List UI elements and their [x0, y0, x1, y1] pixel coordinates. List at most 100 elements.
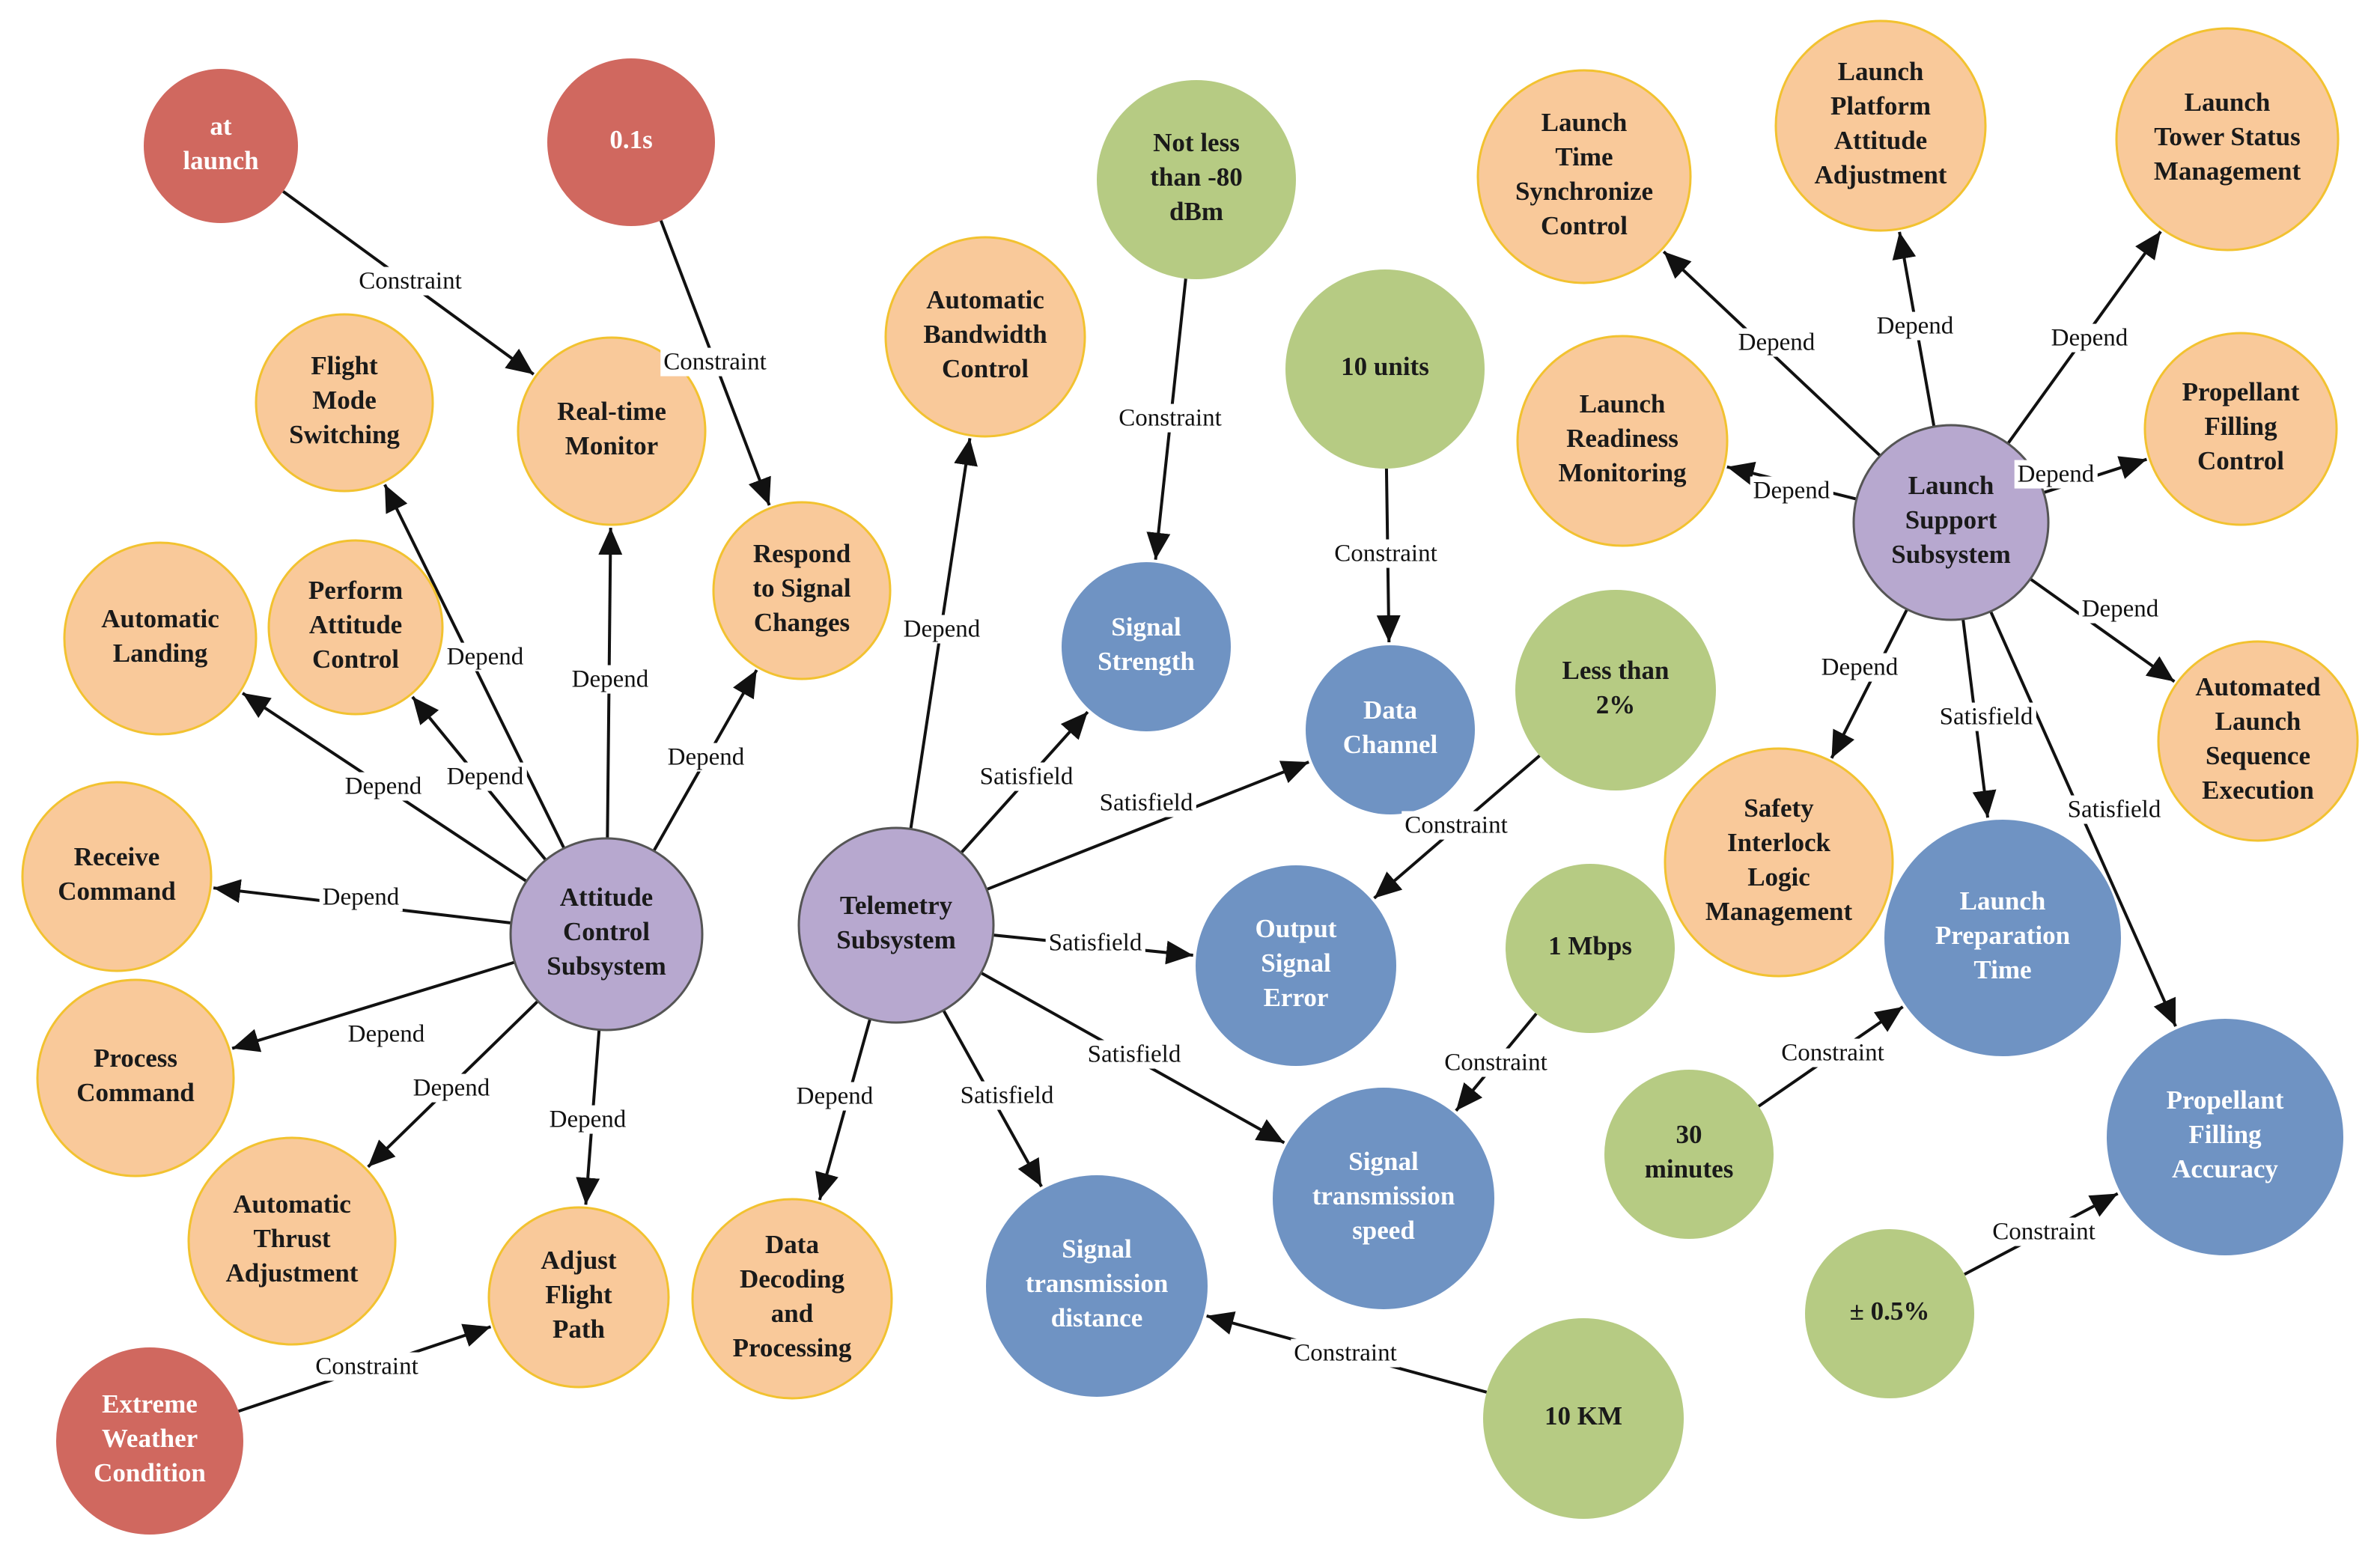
edge-label-group: Depend	[341, 772, 425, 801]
edge-label-background	[793, 1082, 877, 1111]
node-label-line: Attitude	[1834, 126, 1927, 155]
edge-label-depend: Depend	[413, 1075, 490, 1102]
node-label-line: Telemetry	[840, 891, 953, 920]
node-circle-requirement	[517, 336, 707, 526]
node-circle-requirement	[36, 978, 235, 1177]
node-label-line: Perform	[308, 576, 403, 605]
node-label-line: Automatic	[101, 604, 219, 633]
node-circle-measurable	[2107, 1019, 2343, 1255]
edge-label-group: Satisfield	[957, 1081, 1057, 1110]
node-circle-requirement	[1516, 335, 1729, 547]
node-label-line: Control	[563, 917, 650, 946]
node-circle-requirement	[63, 541, 258, 736]
node-circle-constraint	[547, 58, 715, 226]
node-label-line: Signal	[1111, 612, 1181, 642]
edge-label-background	[546, 1105, 630, 1134]
node-label-line: at	[210, 112, 232, 141]
node-circle-measurable	[986, 1175, 1208, 1397]
edge-label-depend: Depend	[1753, 478, 1830, 505]
node-label-line: distance	[1051, 1303, 1143, 1332]
node-ten-units: 10 units	[1285, 269, 1485, 469]
edge-label-background	[1116, 403, 1225, 433]
edge-label-group: Depend	[1735, 328, 1819, 357]
edge-label-background	[443, 762, 527, 791]
node-label-line: Filling	[2188, 1120, 2262, 1149]
node-circle-requirement	[2143, 332, 2338, 526]
edge-label-group: Satisfield	[2064, 795, 2164, 824]
node-label-line: Data	[1363, 695, 1417, 725]
node-label-line: to Signal	[752, 573, 851, 603]
edge-label-background	[2014, 460, 2098, 489]
edge-label-depend: Depend	[2082, 596, 2159, 623]
node-label-line: Receive	[74, 842, 160, 871]
node-label-line: Landing	[113, 639, 208, 668]
edge-label-depend: Depend	[1877, 313, 1954, 340]
node-circle-measurable	[1306, 645, 1475, 814]
edge-label-background	[410, 1073, 493, 1103]
edge-label-constraint: Constraint	[1119, 405, 1222, 432]
edge-label-satisfield: Satisfield	[1940, 704, 2033, 731]
node-circle-measurable	[1273, 1088, 1494, 1309]
node-label-line: Signal	[1261, 948, 1331, 978]
edge-label-depend: Depend	[447, 644, 524, 671]
node-label-line: Processing	[733, 1333, 852, 1362]
edge-launch-support-subsystem-to-automated-launch-sequence	[2029, 577, 2176, 683]
node-label-line: Launch	[1908, 471, 1994, 500]
edge-label-depend: Depend	[550, 1106, 627, 1133]
node-label-line: minutes	[1645, 1154, 1734, 1183]
edge-label-group: Satisfield	[1045, 928, 1145, 957]
node-label-line: Less than	[1562, 656, 1670, 685]
node-label-line: Output	[1256, 914, 1337, 943]
node-label-line: Command	[58, 877, 176, 906]
node-label-line: Condition	[94, 1458, 206, 1487]
node-label-line: Control	[312, 645, 399, 674]
edge-label-satisfield: Satisfield	[980, 764, 1074, 790]
node-label-line: Extreme	[102, 1389, 198, 1419]
edge-label-background	[1778, 1038, 1887, 1067]
node-label-line: Error	[1264, 983, 1329, 1012]
edge-label-group: Constraint	[356, 266, 465, 296]
node-label-line: Real-time	[557, 397, 666, 426]
node-label-line: Mode	[312, 386, 377, 415]
edge-label-group: Depend	[2048, 323, 2131, 353]
edge-label-depend: Depend	[345, 773, 422, 800]
node-circle-requirement	[691, 1198, 893, 1400]
edge-label-group: Constraint	[1291, 1338, 1400, 1368]
edge-label-depend: Depend	[1738, 329, 1816, 356]
node-label-line: Strength	[1098, 647, 1195, 676]
edge-label-group: Satisfield	[1096, 788, 1196, 817]
edge-label-background	[341, 772, 425, 801]
node-label-line: Control	[1541, 211, 1628, 240]
edge-label-background	[660, 347, 770, 377]
node-label-line: Control	[2197, 446, 2284, 475]
edge-label-satisfield: Satisfield	[1100, 790, 1193, 817]
edge-label-group: Constraint	[1116, 403, 1225, 433]
edge-label-background	[1989, 1217, 2099, 1246]
edge-label-background	[1735, 328, 1819, 357]
edge-label-constraint: Constraint	[359, 268, 462, 295]
node-circle-requirement	[487, 1206, 670, 1389]
edge-label-background	[2064, 795, 2164, 824]
edge-label-background	[2078, 594, 2162, 624]
edge-label-group: Depend	[1873, 311, 1957, 341]
node-circle-constraint	[144, 69, 298, 223]
edge-label-group: Constraint	[660, 347, 770, 377]
node-label-line: Flight	[545, 1280, 612, 1309]
node-label-line: 10 KM	[1544, 1401, 1622, 1430]
edge-label-group: Depend	[568, 665, 652, 694]
node-label-line: Management	[1705, 897, 1853, 926]
node-label-line: Monitoring	[1558, 458, 1687, 487]
edge-label-group: Depend	[319, 883, 403, 912]
node-label-line: Weather	[102, 1424, 198, 1453]
edge-label-background	[900, 615, 984, 644]
